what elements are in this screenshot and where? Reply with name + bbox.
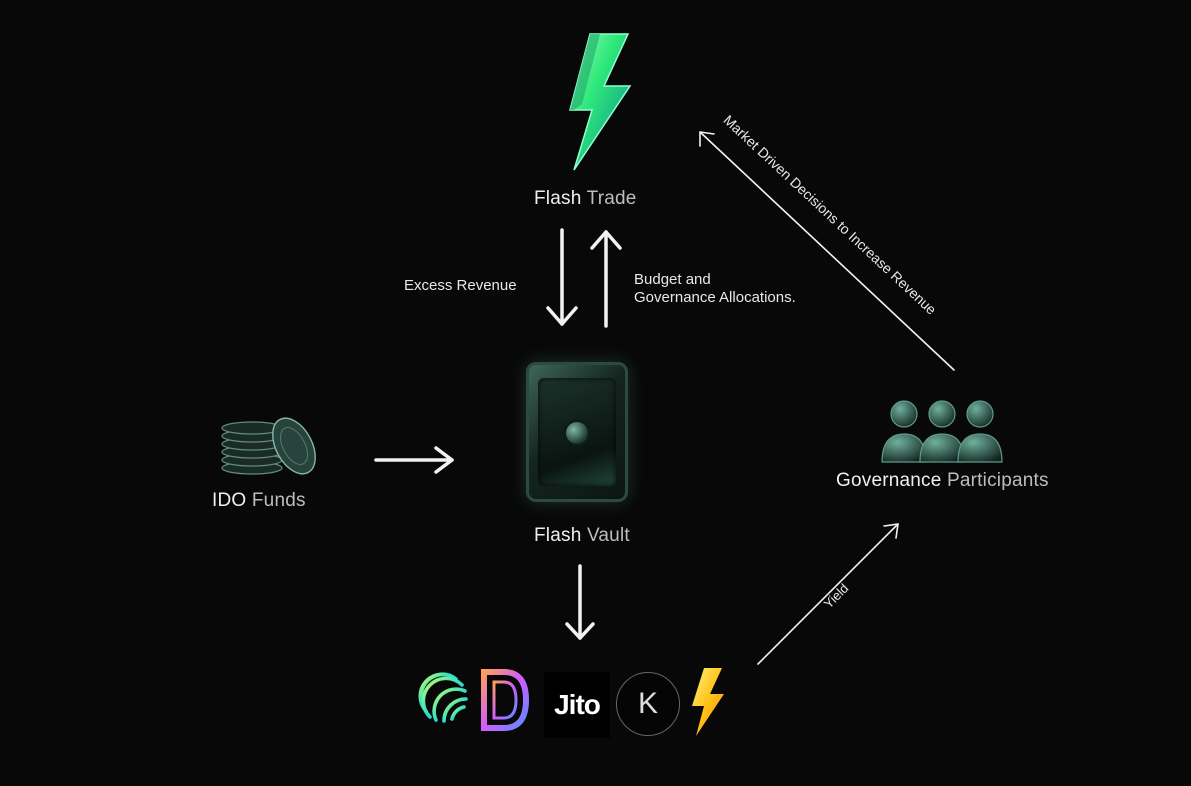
excess-revenue-label: Excess Revenue — [404, 277, 517, 294]
flash-trade-label: Flash Trade — [534, 188, 637, 210]
flash-vault-label: Flash Vault — [534, 525, 630, 547]
yield-arrow — [757, 523, 899, 665]
vault-icon — [526, 362, 628, 502]
market-driven-arrow — [699, 131, 955, 371]
ido-to-vault-arrow — [374, 446, 454, 474]
vertical-exchange-arrows — [546, 228, 622, 328]
vault-to-partners-arrow — [565, 564, 595, 640]
flash-vault-brand: Flash — [534, 525, 582, 546]
budget-label-line-2: Governance Allocations. — [634, 289, 796, 306]
flash-trade-brand: Flash — [534, 188, 582, 209]
coin-stack-icon — [221, 417, 316, 475]
governance-rest: Participants — [947, 470, 1049, 491]
striped-sphere-logo-icon — [418, 672, 468, 723]
people-group-icon — [881, 400, 1003, 463]
jito-logo: Jito — [544, 672, 610, 738]
flash-trade-rest: Trade — [586, 188, 637, 209]
ido-funds-brand: IDO — [212, 490, 247, 511]
governance-brand: Governance — [836, 470, 942, 491]
ido-funds-label: IDO Funds — [212, 490, 306, 512]
vault-knob — [566, 422, 588, 444]
budget-label-line-1: Budget and — [634, 271, 711, 288]
vault-door — [538, 378, 616, 486]
k-logo: K — [616, 672, 680, 736]
governance-participants-label: Governance Participants — [836, 470, 1049, 492]
d-logo-icon — [481, 669, 530, 731]
flash-vault-rest: Vault — [586, 525, 630, 546]
green-lightning-icon — [569, 33, 632, 171]
yellow-lightning-icon — [692, 668, 724, 736]
ido-funds-rest: Funds — [251, 490, 306, 511]
